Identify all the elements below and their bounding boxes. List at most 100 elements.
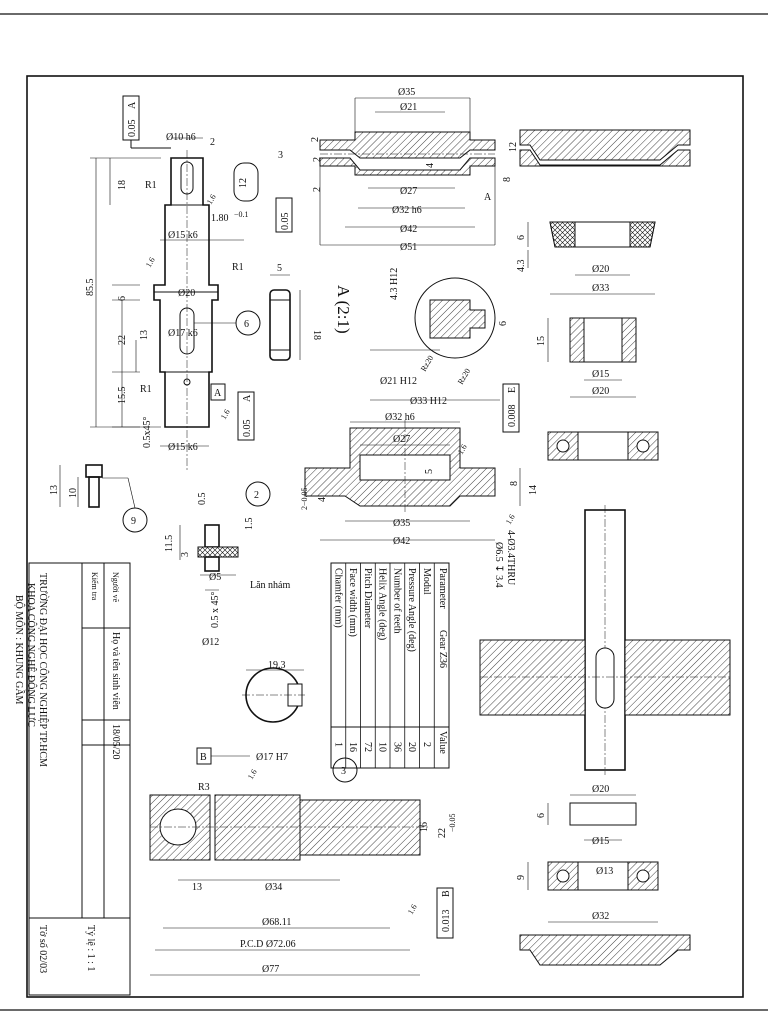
dim-15-5: 15.5	[117, 387, 128, 405]
table-param-0: Modul	[421, 568, 432, 595]
cover-d27: Ø27	[393, 434, 410, 445]
radius-r1-lower: R1	[140, 384, 152, 395]
dim-13: 13	[139, 330, 150, 340]
gear-13: 13	[192, 882, 202, 893]
cover-5: 5	[424, 469, 435, 474]
dim-6: 6	[117, 296, 128, 301]
dim-groove-tolerance: −0.1	[234, 210, 249, 219]
detail-a-label: A (2:1)	[334, 285, 353, 334]
pin-knurl: Lăn nhám	[250, 580, 290, 591]
pin-d5: Ø5	[209, 572, 221, 583]
drawing-border	[26, 75, 744, 998]
dim-d10: Ø10 h6	[166, 132, 196, 143]
title-block: TRƯỜNG ĐẠI HỌC CÔNG NGHIỆP TP.HCM KHOA C…	[13, 562, 131, 996]
radius-r1-upper: R1	[145, 180, 157, 191]
drawing-date: 18/05/20	[110, 724, 121, 760]
screw-13: 13	[49, 485, 60, 495]
knurled-pin: 2 0.5 11.5 3 1.5 Ø5 0.5 x 45° Ø12 Lăn nh…	[164, 481, 290, 648]
drawer-label: Người vẽ	[111, 572, 120, 603]
table-value-6: 1	[332, 742, 343, 747]
cover-d42: Ø42	[393, 536, 410, 547]
dim-d15-upper: Ø15 k6	[168, 230, 198, 241]
gear-d68: Ø68.11	[262, 917, 291, 928]
dim-d20: Ø20	[178, 288, 195, 299]
ring1-4-3: 4.3	[516, 260, 527, 273]
dim-chamfer: 0.5x45°	[142, 417, 153, 449]
washer1-d20: Ø20	[592, 784, 609, 795]
top-8: 8	[502, 177, 513, 182]
bearing-cover-bottom	[519, 934, 691, 966]
sleeve-d20: Ø20	[592, 386, 609, 397]
dim-shaft-3: 3	[278, 150, 283, 161]
cover-flatness: 0.008	[507, 405, 518, 428]
cover-flatness-datum: E	[507, 387, 518, 393]
key-width: 5	[277, 263, 282, 274]
table-header-gear: Gear Z36	[437, 630, 448, 668]
tolerance-shaft-top: 0.05	[127, 120, 138, 138]
washer-part-1: Ø20 Ø15 6	[536, 784, 637, 847]
ring1-d20: Ø20	[592, 264, 609, 275]
gear-22-tol: −0.05	[448, 813, 457, 832]
faculty-name: KHOA CÔNG NGHỆ ĐỘNG LỰC	[25, 583, 37, 727]
table-param-2: Number of teeth	[391, 568, 402, 634]
roughness-shaft-upper: 1.6	[205, 193, 218, 206]
pin-d12: Ø12	[202, 637, 219, 648]
washer2-d32: Ø32	[592, 911, 609, 922]
bearing-side-view	[547, 431, 659, 461]
top-2a: 2	[310, 137, 321, 142]
gear-bore: Ø17 H7	[256, 752, 288, 763]
detail-a-rz20-right: Rz20	[456, 367, 472, 386]
ring-part-1: Ø20 Ø33 6 4.3	[516, 221, 656, 295]
radius-r1-middle: R1	[232, 262, 244, 273]
table-param-5: Face width (mm)	[347, 568, 358, 637]
key-length: 18	[311, 330, 322, 340]
tolerance-datum-lower: A	[242, 394, 253, 402]
cover-counterbore: Ø6.5 ↧ 3.4	[493, 542, 504, 588]
table-value-4: 72	[362, 742, 373, 752]
screw-10: 10	[68, 488, 79, 498]
detail-a-h12: 4.3 H12	[389, 268, 400, 300]
key-part: 5 18	[269, 263, 322, 361]
screw-part: 13 10 9	[49, 464, 148, 533]
cover-4: 4	[317, 497, 328, 502]
gear-runout-datum: B	[441, 890, 452, 897]
top-d35: Ø35	[398, 87, 415, 98]
washer1-d15: Ø15	[592, 836, 609, 847]
balloon-3-label: 3	[341, 766, 346, 777]
ring1-6: 6	[516, 235, 527, 240]
balloon-6-label: 6	[244, 319, 249, 330]
top-d27: Ø27	[400, 186, 417, 197]
cover-holes: 4-Ø3.4THRU	[505, 530, 516, 586]
tolerance-shaft-middle: 0.05	[280, 213, 291, 231]
balloon-9-label: 9	[131, 516, 136, 527]
pin-11-5: 11.5	[164, 535, 175, 552]
sleeve-d15: Ø15	[592, 369, 609, 380]
top-marker-a: A	[484, 192, 492, 203]
detail-a-d33: Ø33 H12	[410, 396, 447, 407]
department-name: BỘ MÔN : KHUNG GẦM	[13, 595, 26, 705]
cover-d35: Ø35	[393, 518, 410, 529]
detail-a-6: 6	[498, 321, 509, 326]
sheet-number: Tờ số 02/03	[37, 925, 48, 973]
dim-groove: 1.80	[211, 213, 229, 224]
table-value-1: 20	[406, 742, 417, 752]
table-header-value: Value	[437, 731, 448, 754]
cover-roughness-bottom: 1.6	[504, 513, 517, 526]
table-param-3: Helix Angle (deg)	[377, 568, 388, 640]
keyway-19-3: 19.3	[268, 660, 286, 671]
top-2c: 2	[312, 187, 323, 192]
datum-a-marker: A	[214, 388, 222, 399]
scale-label: Tỷ lệ : 1 : 1	[85, 925, 96, 971]
cover-roughness-top: 1.6	[456, 443, 469, 456]
dim-22: 22	[117, 335, 128, 345]
washer2-d13: Ø13	[596, 866, 613, 877]
table-value-2: 36	[391, 742, 402, 752]
sleeve-part: Ø15 Ø20 15	[536, 317, 637, 398]
keyway-slot-12: 12	[238, 178, 249, 188]
gear-roughness-bottom: 1.6	[406, 903, 419, 916]
gear-datum: B	[200, 752, 207, 763]
gear-roughness-top: 1.6	[246, 768, 259, 781]
table-param-6: Chamfer (mm)	[332, 568, 343, 628]
gear-16: 16	[419, 822, 430, 832]
